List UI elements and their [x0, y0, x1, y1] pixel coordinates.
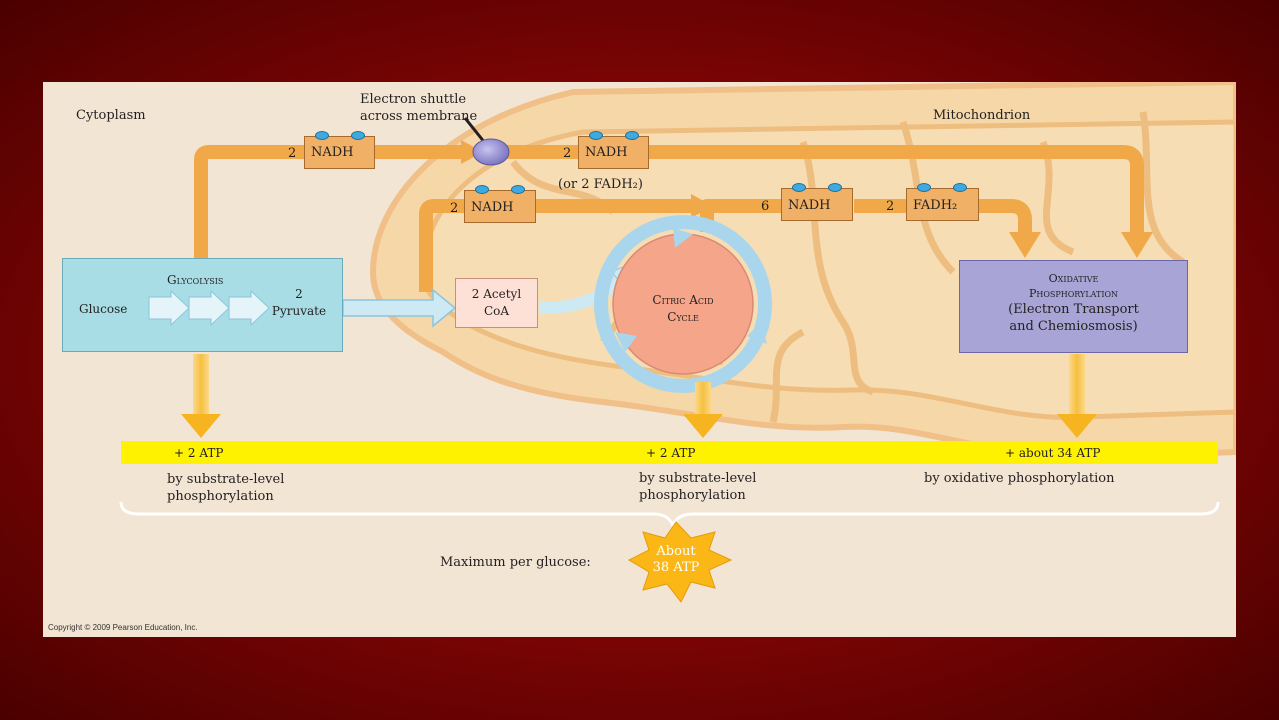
oxphos-subtitle-line-1: (Electron Transport — [1008, 302, 1139, 317]
nadh-citric-label: NADH — [788, 198, 831, 213]
citric-acid-cycle-label: Citric Acid Cycle — [633, 292, 733, 326]
shuttle-label: Electron shuttle across membrane — [360, 91, 477, 125]
arrowheads — [461, 140, 1153, 258]
nadh-glycolysis-box: NADH — [304, 131, 375, 169]
electron-icon — [828, 183, 842, 192]
mitochondrion-label: Mitochondrion — [933, 108, 1031, 123]
nadh-flow-arrows — [194, 145, 1144, 292]
nadh-pyruvate-count: 2 — [450, 201, 459, 216]
electron-icon — [475, 185, 489, 194]
pyruvate-name: Pyruvate — [271, 304, 327, 318]
fadh2-citric-box: FADH₂ — [906, 183, 979, 221]
shuttle-label-line-2: across membrane — [360, 109, 478, 124]
nadh-shuttled-label: NADH — [585, 145, 628, 160]
citric-label-line-1: Citric Acid — [652, 293, 714, 307]
maximum-per-glucose-label: Maximum per glucose: — [440, 555, 591, 570]
electron-icon — [589, 131, 603, 140]
copyright-notice: Copyright © 2009 Pearson Education, Inc. — [48, 623, 198, 632]
pyruvate-label: 2 Pyruvate — [263, 286, 335, 320]
atp-total-line-2: 38 ATP — [652, 560, 700, 575]
nadh-pyruvate-label: NADH — [471, 200, 514, 215]
atp-citric-yield: + 2 ATP — [646, 446, 696, 460]
glycolysis-arrows — [148, 289, 270, 327]
atp-bar — [121, 441, 1218, 464]
atp-citric-method: by substrate-level phosphorylation — [639, 470, 756, 504]
total-brace — [119, 501, 1220, 531]
fadh2-citric-count: 2 — [886, 199, 895, 214]
electron-icon — [315, 131, 329, 140]
shuttle-label-line-1: Electron shuttle — [360, 92, 467, 107]
citric-label-line-2: Cycle — [667, 310, 699, 324]
electron-icon — [917, 183, 931, 192]
nadh-shuttled-box: NADH — [578, 131, 649, 169]
oxphos-title-line-2: Phosphorylation — [1028, 287, 1119, 300]
fadh2-citric-label: FADH₂ — [913, 198, 958, 213]
atp-oxphos-method-line-1: by oxidative phosphorylation — [924, 471, 1115, 486]
acetyl-coa-line-2: CoA — [483, 304, 510, 318]
atp-total-burst — [627, 521, 733, 603]
atp-glycolysis-method-line-1: by substrate-level — [167, 472, 285, 487]
atp-glycolysis-method-line-2: phosphorylation — [167, 489, 274, 504]
fadh2-alternative-label: (or 2 FADH₂) — [558, 177, 643, 192]
oxphos-title-line-1: Oxidative — [1048, 272, 1099, 285]
atp-glycolysis-yield: + 2 ATP — [174, 446, 224, 460]
atp-oxphos-method: by oxidative phosphorylation — [924, 470, 1115, 487]
oxidative-phosphorylation-box: Oxidative Phosphorylation (Electron Tran… — [959, 260, 1188, 353]
glycolysis-box: Glycolysis Glucose 2 Pyruvate — [62, 258, 343, 352]
citric-acid-cycle-graphic — [594, 215, 772, 393]
diagram-panel: Cytoplasm Mitochondrion Electron shuttle… — [43, 82, 1236, 637]
atp-total-value: About 38 ATP — [636, 544, 716, 576]
electron-icon — [511, 185, 525, 194]
atp-citric-method-line-2: phosphorylation — [639, 488, 746, 503]
nadh-glycolysis-count: 2 — [288, 146, 297, 161]
electron-icon — [953, 183, 967, 192]
electron-icon — [625, 131, 639, 140]
oxphos-subtitle-line-2: and Chemiosmosis) — [1009, 319, 1138, 334]
electron-icon — [351, 131, 365, 140]
glycolysis-title: Glycolysis — [167, 273, 224, 287]
electron-shuttle — [463, 117, 510, 166]
atp-citric-method-line-1: by substrate-level — [639, 471, 757, 486]
nadh-citric-box: NADH — [781, 183, 853, 221]
atp-oxphos-yield: + about 34 ATP — [1005, 446, 1101, 460]
atp-arrows — [181, 354, 1097, 438]
acetyl-coa-line-1: 2 Acetyl — [471, 287, 522, 301]
nadh-shuttled-count: 2 — [563, 146, 572, 161]
atp-total-line-1: About — [656, 544, 696, 559]
acetyl-coa-box: 2 Acetyl CoA — [455, 278, 538, 328]
cytoplasm-label: Cytoplasm — [76, 108, 146, 123]
nadh-citric-count: 6 — [761, 199, 770, 214]
glucose-label: Glucose — [79, 302, 128, 316]
pyruvate-count: 2 — [295, 287, 303, 301]
electron-icon — [792, 183, 806, 192]
nadh-pyruvate-box: NADH — [464, 185, 536, 223]
nadh-glycolysis-label: NADH — [311, 145, 354, 160]
atp-glycolysis-method: by substrate-level phosphorylation — [167, 471, 284, 505]
